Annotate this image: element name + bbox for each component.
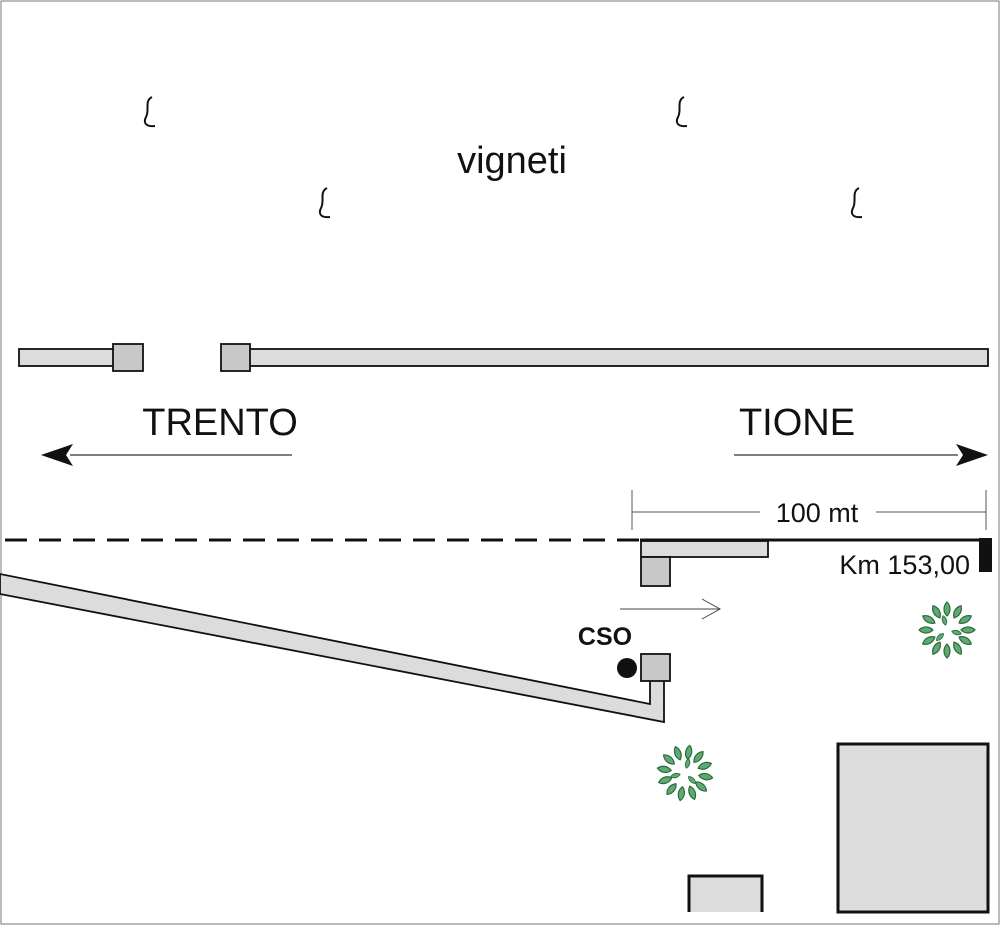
- distance-dimension: [631, 490, 987, 530]
- kilometer-label: Km 153,00: [839, 550, 970, 580]
- junction-block: [640, 556, 671, 587]
- cso-block: [640, 653, 671, 682]
- cso-point: [617, 658, 637, 678]
- road-marker: [220, 343, 251, 372]
- vine-icon: [143, 96, 156, 128]
- road-marker: [112, 343, 144, 372]
- distance-label: 100 mt: [776, 498, 859, 528]
- arrow-icon: [41, 444, 292, 466]
- trento-label: TRENTO: [142, 402, 298, 444]
- tree-icon: [917, 600, 977, 660]
- small-building: [687, 874, 764, 912]
- vine-icon: [318, 187, 331, 219]
- large-building: [836, 742, 990, 914]
- platform-slab: [640, 540, 769, 558]
- arrow-icon: [620, 598, 722, 620]
- tione-label: TIONE: [739, 402, 855, 444]
- vineyards-label: vigneti: [457, 140, 567, 182]
- km-marker: [979, 538, 992, 572]
- slanted-road: [0, 573, 665, 724]
- cso-label: CSO: [578, 623, 632, 651]
- vine-icon: [850, 187, 863, 219]
- vine-icon: [675, 96, 688, 128]
- upper-road: [18, 343, 989, 372]
- arrow-icon: [734, 444, 988, 466]
- tree-icon: [655, 743, 715, 803]
